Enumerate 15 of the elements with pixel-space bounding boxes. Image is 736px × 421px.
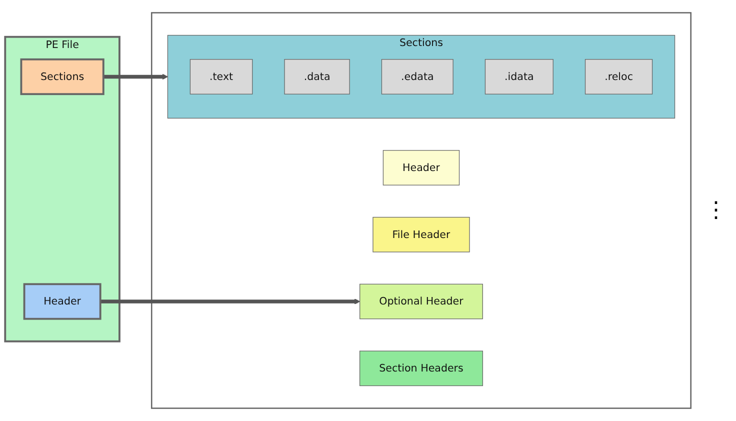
ellipsis-mark: ⋮: [704, 198, 728, 223]
node-box: Header: [382, 150, 460, 186]
node-box: .data: [284, 59, 350, 94]
node-box: Sections: [20, 58, 104, 96]
arrow: [100, 298, 360, 304]
node-box: .idata: [484, 59, 554, 94]
node-box: .edata: [381, 59, 454, 94]
node-box: .text: [190, 59, 253, 94]
node-box: Optional Header: [360, 284, 483, 320]
node-box: File Header: [372, 216, 470, 252]
node-box: Header: [23, 283, 102, 320]
cluster: [150, 12, 692, 409]
node-box: .reloc: [584, 59, 653, 94]
arrow: [103, 74, 168, 80]
node-box: Section Headers: [359, 350, 484, 386]
